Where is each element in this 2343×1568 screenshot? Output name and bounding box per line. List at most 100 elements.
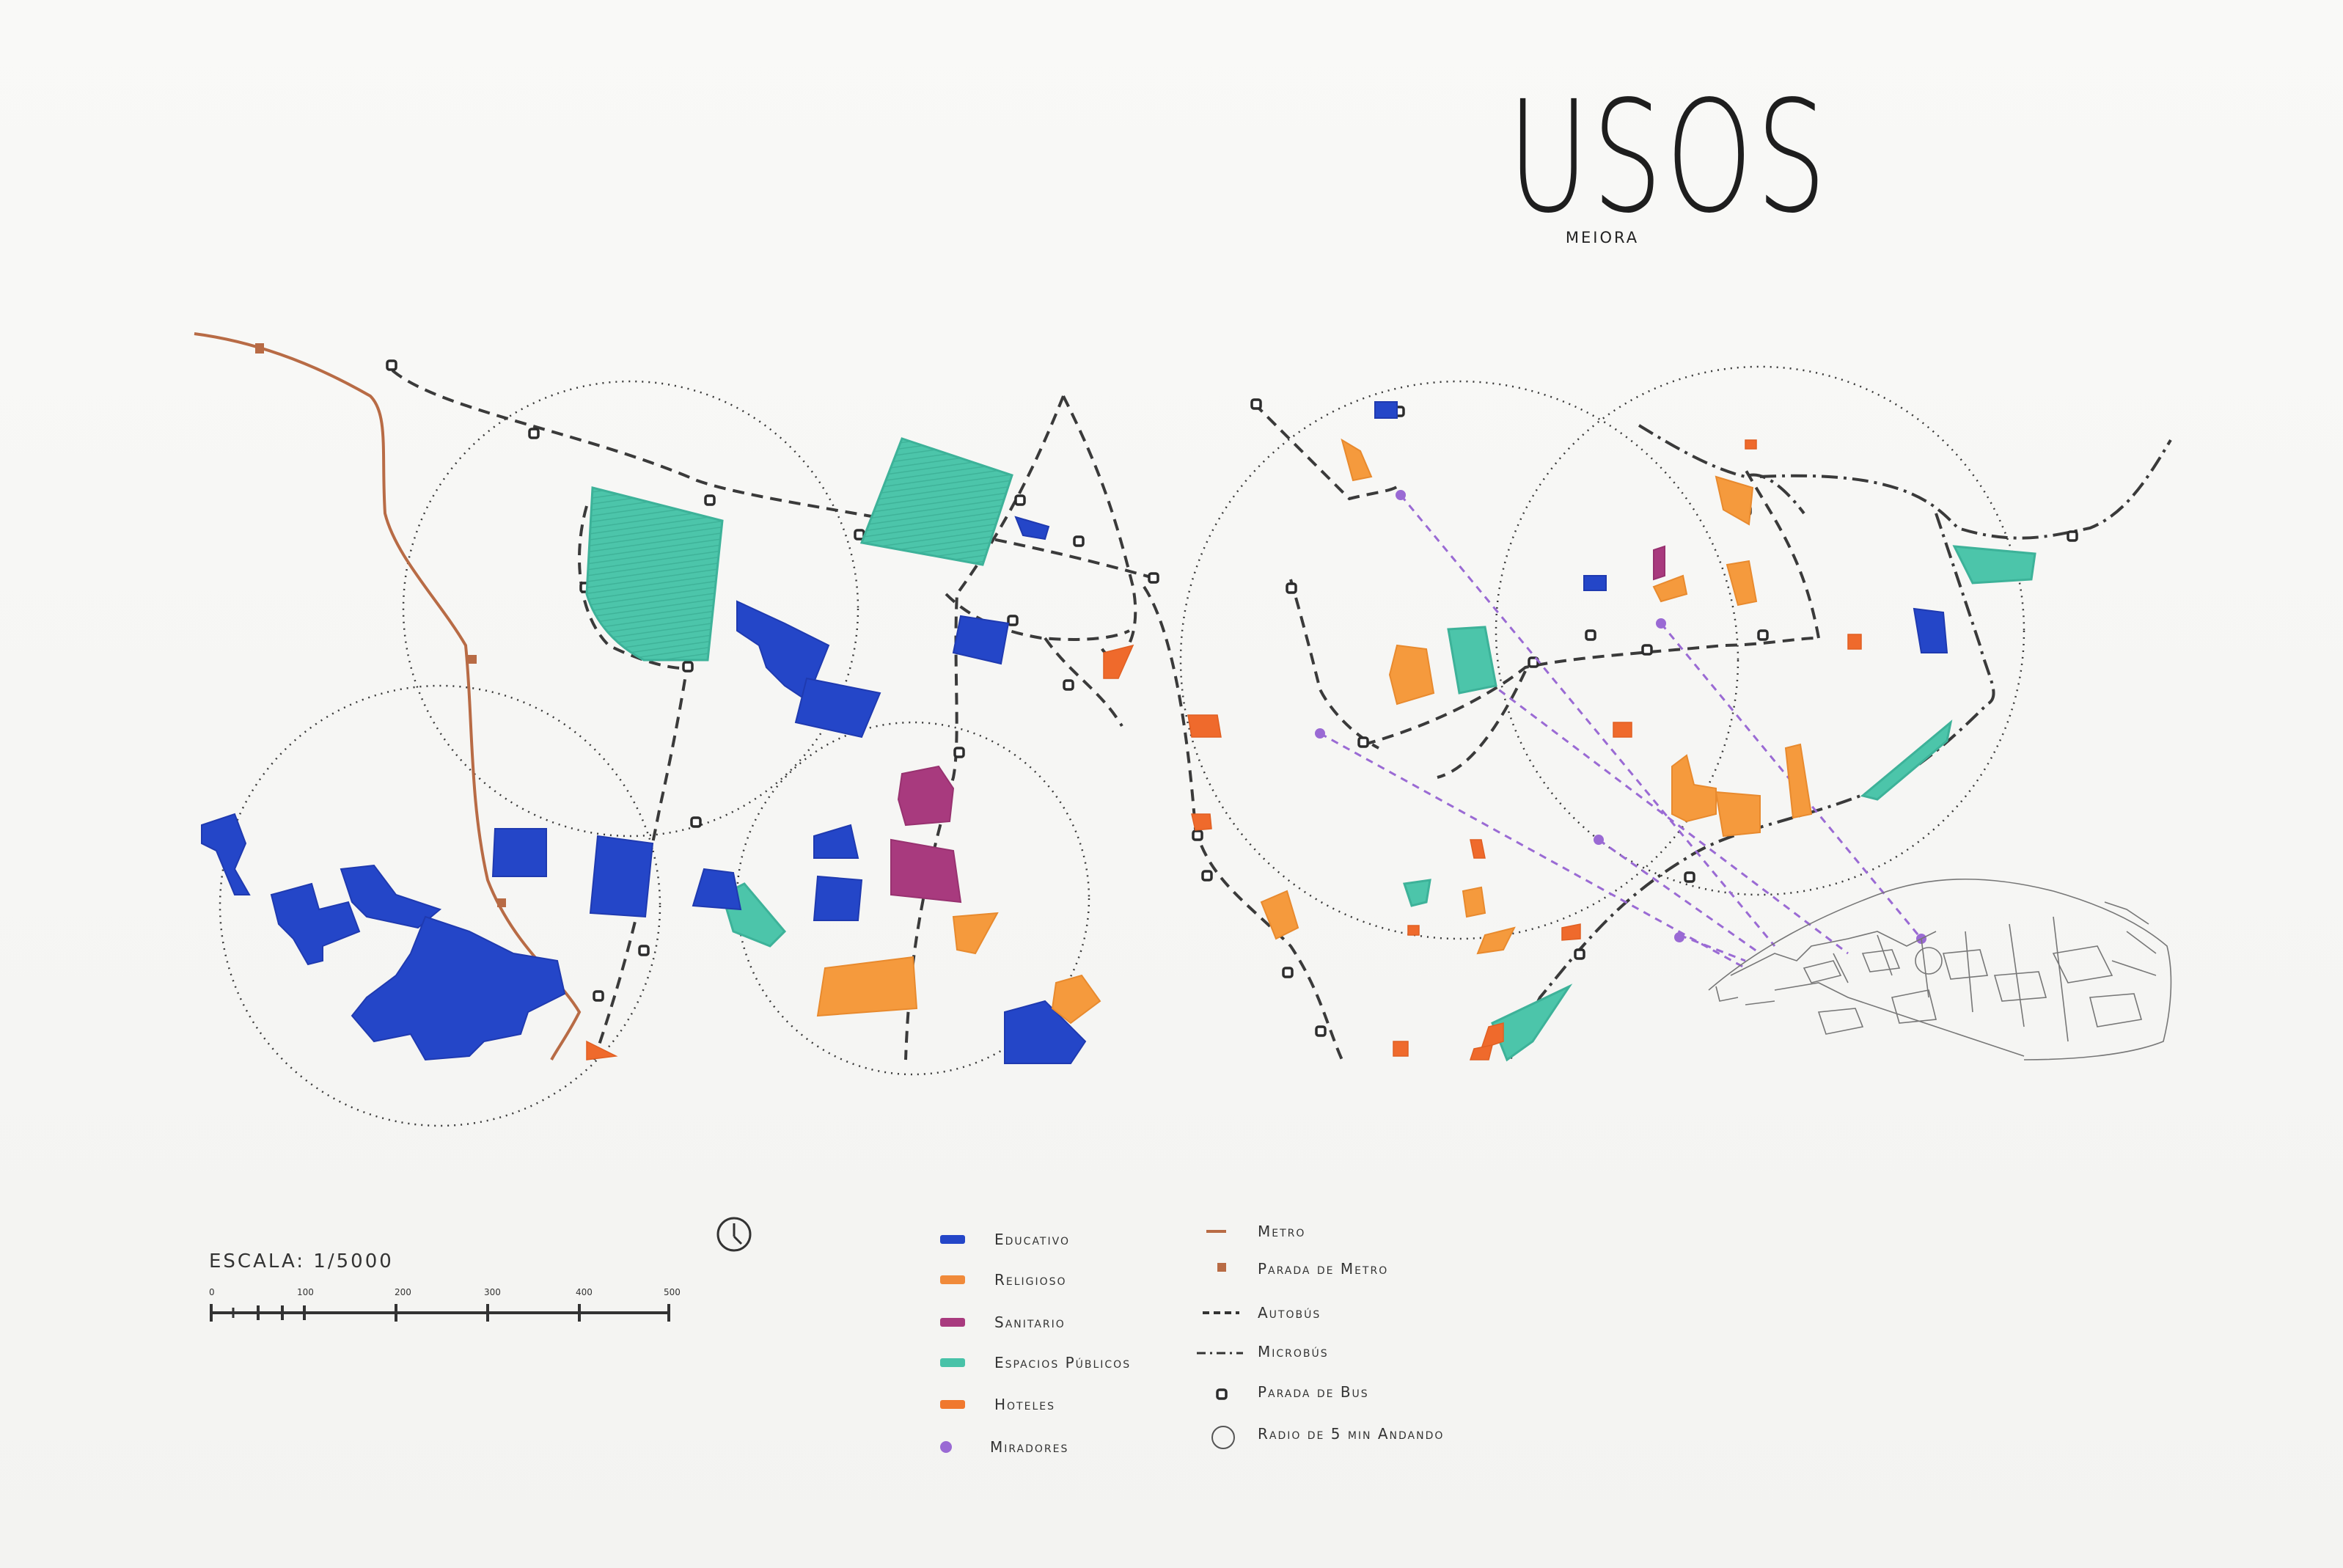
bus-line bbox=[1363, 637, 1819, 746]
religious-building bbox=[1726, 560, 1758, 607]
hotel bbox=[586, 1040, 618, 1060]
educational-building bbox=[589, 835, 654, 918]
religious-building bbox=[1784, 743, 1813, 819]
educational-building bbox=[1014, 516, 1050, 541]
hotel bbox=[1847, 634, 1862, 650]
bus-stop bbox=[386, 359, 397, 371]
hotel bbox=[1480, 1022, 1504, 1050]
bus-stop bbox=[704, 494, 716, 506]
hotel bbox=[1407, 925, 1420, 936]
legend-radius-symbol bbox=[1211, 1426, 1235, 1449]
educational-building bbox=[813, 824, 859, 859]
sightline bbox=[1319, 732, 1746, 970]
north-arrow-icon bbox=[716, 1217, 752, 1252]
bus-stop bbox=[1063, 679, 1074, 691]
walk-radius bbox=[1179, 380, 1739, 940]
public-space bbox=[1860, 719, 1953, 801]
legend-item-religioso: Religioso bbox=[940, 1265, 1067, 1294]
walk-radius bbox=[736, 721, 1090, 1076]
educational-buildings bbox=[201, 401, 1948, 1064]
viewpoint bbox=[1656, 618, 1666, 629]
educational-building bbox=[794, 677, 881, 739]
hotel bbox=[1103, 644, 1134, 679]
bus-line bbox=[1437, 670, 1527, 779]
bus-stop bbox=[1757, 629, 1769, 641]
legend-label: Sanitario bbox=[994, 1314, 1066, 1331]
walk-radius bbox=[219, 684, 661, 1127]
legend-label: Religioso bbox=[994, 1271, 1067, 1289]
hotel bbox=[1469, 1044, 1494, 1060]
bus-stop bbox=[528, 428, 540, 439]
legend-item-sanitario: Sanitario bbox=[940, 1308, 1066, 1337]
legend-label: Educativo bbox=[994, 1231, 1070, 1248]
bus-stop bbox=[1684, 871, 1695, 883]
sightline bbox=[1679, 934, 1746, 962]
legend-label: Miradores bbox=[990, 1438, 1069, 1456]
bus-line bbox=[945, 593, 1130, 641]
legend-swatch bbox=[940, 1400, 965, 1409]
bus-line bbox=[1289, 579, 1379, 750]
scale-tick: 300 bbox=[484, 1287, 501, 1297]
legend-bus-stop-symbol bbox=[1216, 1388, 1228, 1400]
public-space bbox=[1447, 626, 1497, 695]
educational-building bbox=[736, 600, 830, 702]
walk-radius-circles bbox=[219, 365, 2025, 1127]
bus-stop bbox=[1007, 615, 1019, 626]
legend-item-hoteles: Hoteles bbox=[940, 1390, 1055, 1419]
religious-building bbox=[816, 956, 918, 1017]
legend-transport-symbols bbox=[1197, 1230, 1243, 1449]
religious-building bbox=[1652, 574, 1688, 603]
legend-item-miradores: Miradores bbox=[933, 1432, 1068, 1462]
public-spaces bbox=[585, 437, 2036, 1062]
public-space bbox=[585, 486, 724, 662]
scale-tick: 200 bbox=[395, 1287, 411, 1297]
legend-swatch bbox=[940, 1235, 965, 1244]
microbus-line bbox=[1759, 439, 2172, 540]
bus-stops bbox=[386, 359, 2078, 1037]
legend-item-metro: Metro bbox=[1258, 1217, 1305, 1246]
health-building bbox=[1653, 545, 1665, 581]
health-building bbox=[890, 838, 962, 904]
bus-stop bbox=[1574, 948, 1585, 960]
educational-building bbox=[952, 615, 1010, 665]
legend-label: Metro bbox=[1258, 1223, 1306, 1240]
scale-label: ESCALA: 1/5000 bbox=[209, 1250, 394, 1272]
bus-line bbox=[1253, 402, 1402, 501]
legend-metro-stop-symbol bbox=[1217, 1263, 1226, 1272]
educational-building bbox=[1913, 607, 1948, 653]
legend-item-educativo: Educativo bbox=[940, 1225, 1070, 1254]
public-space bbox=[1952, 545, 2036, 585]
educational-building bbox=[813, 875, 863, 921]
bus-line bbox=[391, 369, 1159, 581]
hotel bbox=[1470, 839, 1486, 859]
legend-label: Autobús bbox=[1258, 1304, 1321, 1322]
bus-line bbox=[593, 527, 705, 1060]
hotel bbox=[1561, 923, 1581, 941]
legend-item-autobus: Autobús bbox=[1258, 1298, 1321, 1327]
religious-building bbox=[1476, 926, 1516, 955]
bus-stop bbox=[1201, 870, 1213, 882]
religious-building bbox=[1715, 475, 1754, 526]
religious-building bbox=[1388, 644, 1435, 706]
scale-tick: 100 bbox=[297, 1287, 314, 1297]
walk-radius bbox=[402, 380, 859, 838]
bus-stop bbox=[593, 990, 604, 1002]
religious-building bbox=[1051, 974, 1101, 1025]
bus-stop bbox=[953, 747, 965, 758]
bus-stop bbox=[682, 661, 694, 673]
legend-swatch bbox=[940, 1318, 965, 1327]
hotel bbox=[1613, 722, 1632, 738]
scale-tick: 0 bbox=[209, 1287, 215, 1297]
hotel bbox=[1393, 1041, 1409, 1057]
scale-tick: 400 bbox=[576, 1287, 593, 1297]
legend-dot bbox=[940, 1441, 952, 1453]
hotel bbox=[1191, 813, 1212, 831]
bus-stop bbox=[1641, 644, 1653, 656]
legend-label: Microbús bbox=[1258, 1343, 1329, 1360]
hotel bbox=[1187, 714, 1222, 738]
bus-stop bbox=[1192, 829, 1203, 841]
bus-stop bbox=[1585, 629, 1596, 641]
legend-label: Parada de Bus bbox=[1258, 1383, 1369, 1401]
sightline bbox=[1488, 681, 1849, 955]
